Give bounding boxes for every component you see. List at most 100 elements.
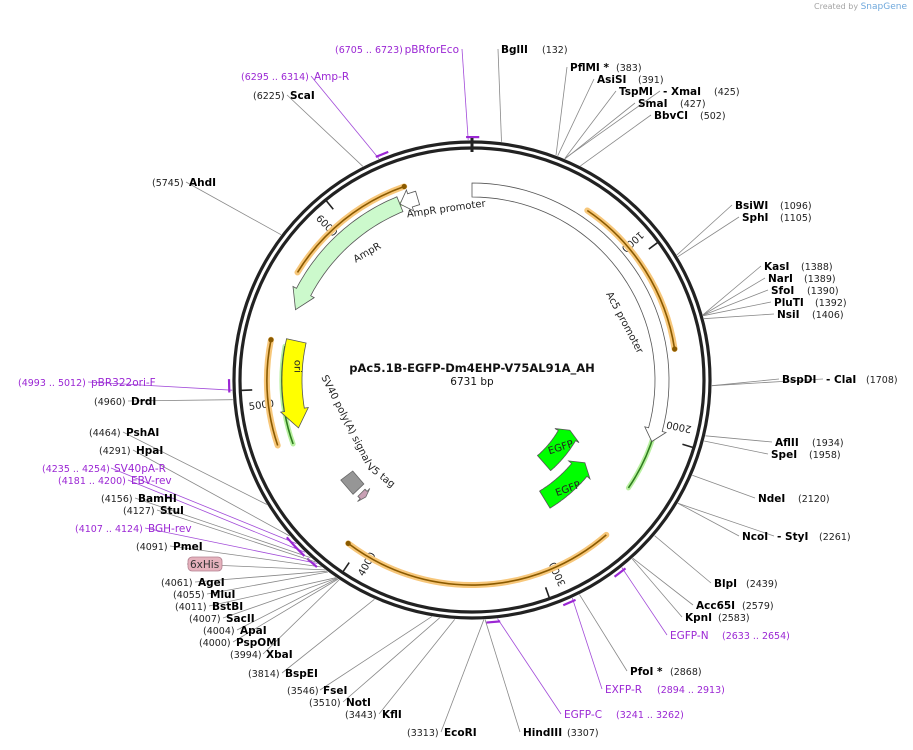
position-sv40pa-r: (4235 .. 4254) xyxy=(42,464,110,475)
site-bstbi: BstBI xyxy=(212,601,243,613)
tick-mark-6000 xyxy=(325,199,334,210)
site-bglii: BglII xyxy=(501,44,528,56)
position-bstbi: (4011) xyxy=(175,602,207,613)
orange-arc-end xyxy=(672,346,678,352)
position-ndei: (2120) xyxy=(798,494,830,505)
position-spei: (1958) xyxy=(809,450,841,461)
tick-mark-4000 xyxy=(341,562,350,573)
site-6xhis: 6xHis xyxy=(190,559,219,571)
orange-arc-line xyxy=(296,185,405,273)
feature-ori xyxy=(279,338,309,429)
tick-label-2000: 2000 xyxy=(665,418,692,434)
leader-bspei xyxy=(281,598,375,674)
primer-mark-sv40pa-r xyxy=(285,536,297,548)
leader-pmei xyxy=(169,545,322,568)
leader-pbrforeco xyxy=(461,48,469,141)
site-scai: ScaI xyxy=(290,90,315,102)
primer-pbr322ori-f: pBR322ori-F xyxy=(91,377,156,389)
site-spei: SpeI xyxy=(771,449,797,461)
position-fsei: (3546) xyxy=(287,686,319,697)
orange-arc-end xyxy=(268,337,274,343)
leader-pshai xyxy=(122,431,267,505)
position-styi: (2261) xyxy=(819,532,851,543)
primer-mark-amp-r xyxy=(375,150,389,158)
site-noti: NotI xyxy=(346,697,371,709)
site-pflmi: PflMI * xyxy=(570,62,609,74)
plasmid-size: 6731 bp xyxy=(450,376,494,388)
position-clai: (1708) xyxy=(866,375,898,386)
orange-arc-line xyxy=(347,534,607,586)
leader-stui xyxy=(156,509,316,563)
site-bamhi: BamHI xyxy=(138,493,177,505)
position-acc65i: (2579) xyxy=(742,601,774,612)
site-tspmi: TspMI xyxy=(619,86,653,98)
leader-acc65i xyxy=(632,557,694,606)
site-hindiii: HindIII xyxy=(523,727,562,739)
position-pspomi: (4000) xyxy=(199,638,231,649)
leader-nsii xyxy=(703,313,775,320)
leader-egfp-c xyxy=(497,618,562,715)
position-nsii: (1406) xyxy=(812,310,844,321)
leader-asisi xyxy=(557,78,595,156)
position-blpi: (2439) xyxy=(746,579,778,590)
site-apai: ApaI xyxy=(240,625,267,637)
position-pbr322ori-f: (4993 .. 5012) xyxy=(18,378,86,389)
leader-pspomi xyxy=(232,578,339,643)
leader-pbr322ori-f xyxy=(87,381,233,391)
site-nari: NarI xyxy=(768,273,793,285)
position-bsiwi: (1096) xyxy=(780,201,812,212)
position-hpai: (4291) xyxy=(99,446,131,457)
orange-arc-end xyxy=(345,540,351,547)
leader-ndei xyxy=(692,474,756,499)
leader-kasi xyxy=(702,265,762,316)
credit-prefix: Created by xyxy=(814,2,859,11)
label-ampr: AmpR xyxy=(352,241,383,265)
primer-ebv-rev: EBV-rev xyxy=(131,475,172,487)
leader-ahdi xyxy=(185,181,282,236)
site-pmei: PmeI xyxy=(173,541,203,553)
site-bspei: BspEI xyxy=(285,668,318,680)
leader-bsiwi xyxy=(676,204,733,256)
leader-pfoi xyxy=(579,594,628,672)
tick-mark-3000 xyxy=(544,587,551,599)
site-mlui: MluI xyxy=(210,589,235,601)
site-ecori: EcoRI xyxy=(444,727,477,739)
primer-sv40pa-r: SV40pA-R xyxy=(114,463,166,475)
site-drdi: DrdI xyxy=(131,396,156,408)
position-ahdi: (5745) xyxy=(152,178,184,189)
leader-bglii xyxy=(497,48,502,142)
position-egfp-n: (2633 .. 2654) xyxy=(722,631,790,642)
site-bspdi: BspDI xyxy=(782,374,816,386)
position-smai: (427) xyxy=(680,99,706,110)
position-asisi: (391) xyxy=(638,75,664,86)
site-labels: pBRforEco(6705 .. 6723)BglII(132)PflMI *… xyxy=(18,44,898,739)
feature-sv40-polya xyxy=(340,470,365,495)
position-kfli: (3443) xyxy=(345,710,377,721)
plasmid-name: pAc5.1B-EGFP-Dm4EHP-V75AL91A_AH xyxy=(349,361,595,376)
orange-arc-line xyxy=(266,339,279,446)
site-ndei: NdeI xyxy=(758,493,785,505)
orange-arc-glow xyxy=(345,531,610,588)
feature-egfp-2 xyxy=(539,460,591,509)
site-hpai: HpaI xyxy=(136,445,163,457)
feature-egfp-1 xyxy=(536,428,580,472)
green-arc-glow xyxy=(625,431,657,491)
leader-bamhi xyxy=(134,497,311,558)
feature-ampr xyxy=(292,196,404,311)
site-ahdi: AhdI xyxy=(189,177,216,189)
leader-drdi xyxy=(127,399,233,402)
primer-mark-ebv-rev xyxy=(294,545,306,557)
leader-kpni xyxy=(631,558,683,618)
leader-bgh-rev xyxy=(144,527,318,564)
site-sacii: SacII xyxy=(226,613,255,625)
site-stui: StuI xyxy=(160,505,184,517)
leader-agei xyxy=(194,570,327,583)
position-bamhi: (4156) xyxy=(101,494,133,505)
position-kpni: (2583) xyxy=(718,613,750,624)
leader-sfoi xyxy=(702,289,769,316)
leader-bbvci xyxy=(580,114,652,167)
credit-brand: SnapGene xyxy=(860,2,907,12)
site-pshai: PshAI xyxy=(126,427,159,439)
leader-xbai xyxy=(262,579,340,655)
primer-egfp-c: EGFP-C xyxy=(564,709,602,721)
